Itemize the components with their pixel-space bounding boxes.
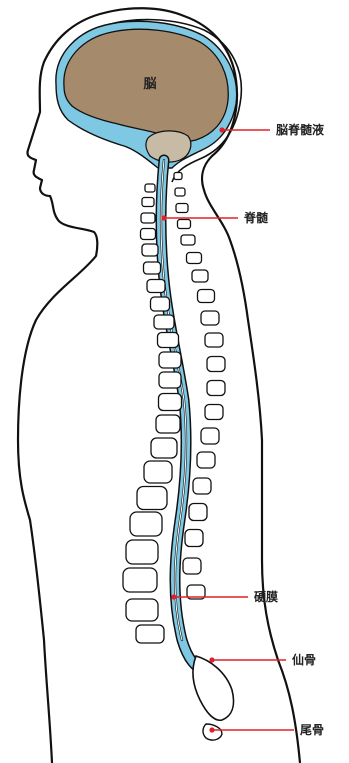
- vertebra-process: [201, 311, 219, 325]
- vertebra-body: [144, 461, 172, 483]
- vertebra-process: [175, 188, 185, 196]
- vertebra-process: [207, 357, 225, 372]
- vertebra-process: [205, 405, 223, 420]
- vertebra-body: [141, 213, 155, 223]
- brain-label: 脳: [143, 77, 156, 92]
- vertebra-body: [151, 438, 177, 458]
- pointer-sacrum: [209, 657, 286, 662]
- vertebra-process: [174, 173, 182, 180]
- vertebra-process: [183, 558, 201, 574]
- vertebra-body: [159, 394, 182, 411]
- vertebra-process: [178, 220, 191, 229]
- vertebra-body: [154, 315, 174, 329]
- vertebra-process: [198, 290, 215, 303]
- vertebra-process: [181, 235, 195, 245]
- vertebra-body: [159, 352, 181, 368]
- vertebra-body: [142, 244, 158, 256]
- vertebra-process: [176, 204, 188, 213]
- vertebra-body: [147, 280, 165, 293]
- pointer-spinal-cord: [161, 215, 238, 220]
- sacrum: [193, 656, 234, 720]
- vertebra-body: [130, 512, 162, 536]
- vertebra-body: [141, 229, 156, 240]
- pointer-dura: [171, 594, 248, 599]
- vertebra-process: [189, 504, 207, 521]
- vertebra-process: [192, 270, 208, 282]
- dura-label: 硬膜: [254, 589, 278, 604]
- vertebra-body: [126, 540, 158, 564]
- spinal-cord-label: 脊髄: [243, 210, 269, 225]
- vertebra-process: [193, 478, 211, 494]
- coccyx-label: 尾骨: [300, 723, 324, 737]
- vertebra-body: [158, 333, 179, 348]
- vertebra-body: [142, 198, 154, 207]
- vertebra-body: [145, 184, 155, 192]
- vertebra-process: [207, 381, 225, 396]
- csf-label: 脳脊髄液: [276, 122, 324, 137]
- vertebra-process: [197, 452, 215, 468]
- vertebra-body: [156, 415, 180, 433]
- vertebra-process: [205, 333, 223, 347]
- vertebra-body: [123, 568, 157, 592]
- vertebra-body: [144, 262, 161, 274]
- vertebra-process: [187, 253, 202, 264]
- vertebra-process: [201, 428, 219, 444]
- vertebra-body: [136, 625, 164, 643]
- vertebra-body: [126, 599, 158, 621]
- vertebra-body: [151, 297, 170, 311]
- sacrum-label: 仙骨: [292, 652, 316, 667]
- vertebra-body: [137, 487, 167, 510]
- vertebra-body: [159, 372, 181, 388]
- vertebra-process: [185, 530, 203, 547]
